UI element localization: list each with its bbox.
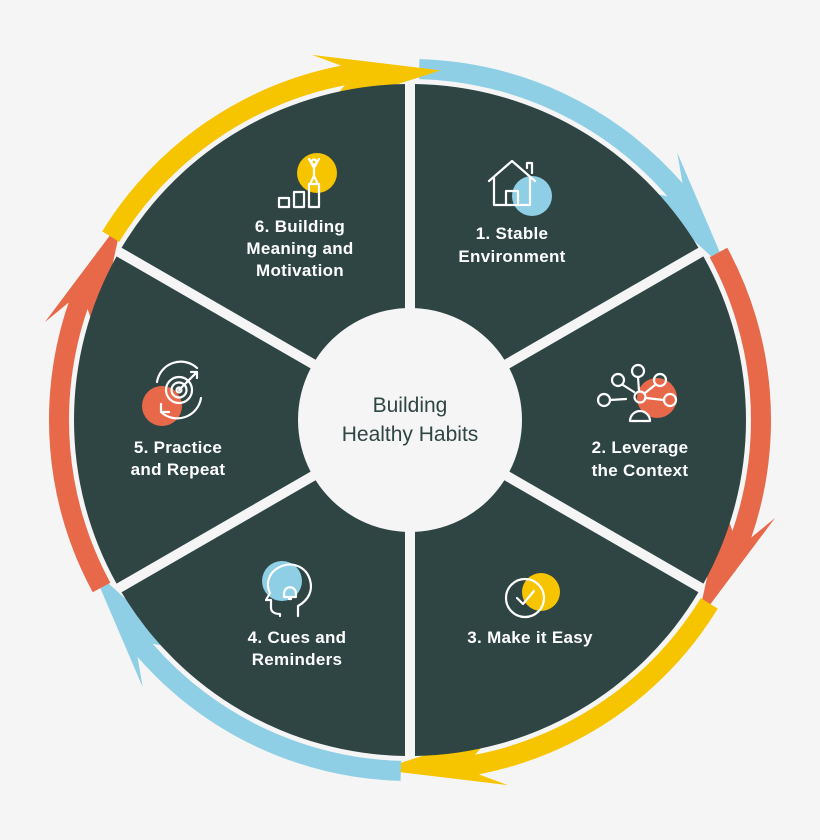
network-icon-accent	[637, 378, 677, 418]
cycle-arrows	[44, 54, 776, 786]
center-title-line1: Building	[373, 394, 448, 417]
segment-6-label-line2: Meaning and	[246, 239, 353, 258]
segment-6-label-line3: Motivation	[256, 261, 344, 280]
check-circle-icon	[504, 573, 560, 619]
segment-5-label-line1: 5. Practice	[134, 438, 222, 457]
house-icon	[487, 159, 552, 216]
segment-1-content: 1. Stable Environment	[458, 159, 565, 266]
segment-4-label-line1: 4. Cues and	[248, 628, 347, 647]
segment-6-wedge	[121, 84, 406, 360]
podium-icon-accent	[297, 153, 337, 193]
center-title-line2: Healthy Habits	[342, 423, 479, 446]
arrow-2-leverage-the-context	[697, 247, 776, 622]
segment-3-wedge	[414, 480, 699, 756]
segment-3-label-line1: 3. Make it Easy	[467, 628, 593, 647]
segment-2-content: 2. Leverage the Context	[592, 363, 689, 480]
segment-1-label-line1: 1. Stable	[476, 224, 549, 243]
segment-1-wedge	[414, 84, 699, 360]
arrow-4-cues-and-reminders	[91, 568, 402, 781]
segment-2-label-line2: the Context	[592, 461, 689, 480]
head-icon-accent	[262, 561, 302, 601]
segment-5-label-line2: and Repeat	[131, 460, 226, 479]
segment-3-content: 3. Make it Easy	[467, 573, 593, 647]
center-circle	[300, 310, 520, 530]
head-bell-icon	[262, 561, 313, 618]
segment-4-label-line2: Reminders	[252, 650, 343, 669]
check-icon-accent	[522, 573, 560, 611]
segment-4-content: 4. Cues and Reminders	[248, 561, 347, 669]
arrow-5-practice-and-repeat	[44, 218, 123, 593]
podium-person-icon	[277, 153, 337, 209]
network-person-icon	[596, 363, 678, 423]
segment-2-label-line1: 2. Leverage	[592, 438, 689, 457]
target-repeat-icon	[142, 360, 203, 426]
segment-5-content: 5. Practice and Repeat	[131, 360, 226, 479]
segment-5-wedge	[74, 256, 311, 584]
segment-4-wedge	[121, 480, 406, 756]
segment-1-label-line2: Environment	[458, 247, 565, 266]
arrow-1-stable-environment	[418, 59, 729, 272]
cycle-segments	[74, 84, 746, 756]
segment-6-content: 6. Building Meaning and Motivation	[246, 153, 353, 280]
segment-2-wedge	[509, 256, 746, 584]
arrow-6-building-meaning-and-motivation	[102, 54, 441, 242]
segment-6-label-line1: 6. Building	[255, 217, 345, 236]
arrow-3-make-it-easy	[379, 598, 718, 786]
